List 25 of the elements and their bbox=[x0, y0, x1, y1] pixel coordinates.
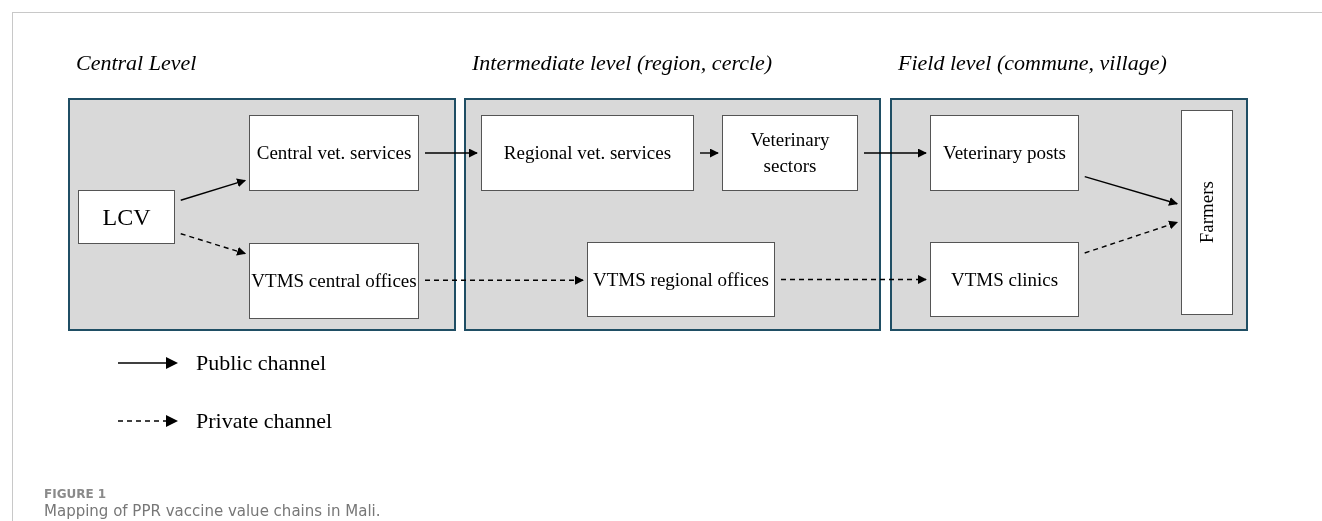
arrow bbox=[424, 275, 584, 285]
level-heading: Field level (commune, village) bbox=[898, 50, 1167, 76]
legend-text: Public channel bbox=[196, 350, 327, 376]
process-box: Veterinary posts bbox=[930, 115, 1079, 191]
process-box: VTMS regional offices bbox=[587, 242, 775, 317]
process-box: VTMS central offices bbox=[249, 243, 419, 319]
arrow bbox=[863, 148, 927, 158]
process-box: Central vet. services bbox=[249, 115, 419, 191]
arrow bbox=[180, 178, 247, 201]
arrow bbox=[1084, 220, 1179, 254]
arrow bbox=[1084, 175, 1179, 206]
arrow bbox=[424, 148, 478, 158]
process-box: VTMS clinics bbox=[930, 242, 1079, 317]
level-heading: Intermediate level (region, cercle) bbox=[472, 50, 773, 76]
level-heading: Central Level bbox=[76, 50, 197, 76]
process-box: Farmers bbox=[1181, 110, 1233, 315]
legend-text: Private channel bbox=[196, 408, 333, 434]
process-box: Veterinary sectors bbox=[722, 115, 858, 191]
figure-label: FIGURE 1 bbox=[44, 487, 107, 501]
arrow bbox=[699, 148, 719, 158]
process-box: Regional vet. services bbox=[481, 115, 694, 191]
process-box: LCV bbox=[78, 190, 175, 244]
arrow bbox=[780, 275, 927, 284]
arrow bbox=[180, 233, 247, 256]
caption: Mapping of PPR vaccine value chains in Mali. bbox=[44, 502, 381, 520]
